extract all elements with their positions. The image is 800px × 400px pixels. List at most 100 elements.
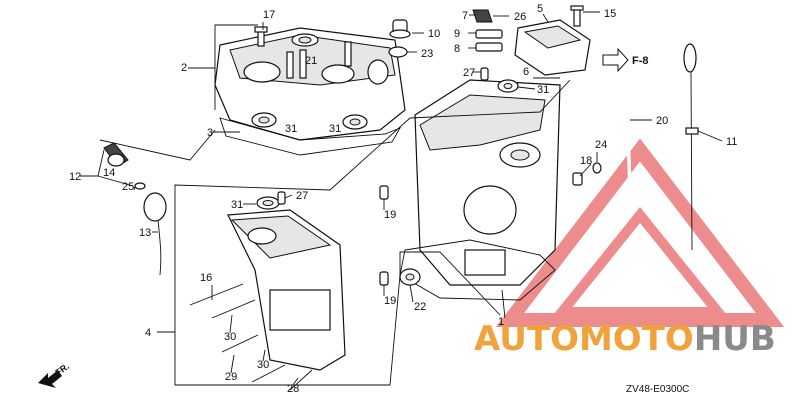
upper-cover-stud-c xyxy=(344,41,352,67)
callout-8: 8 xyxy=(454,43,460,55)
washer-24 xyxy=(592,162,602,174)
watermark-text-hub: HUB xyxy=(694,319,776,359)
lower-cover-top xyxy=(230,215,332,259)
callout-30: 30 xyxy=(224,331,236,343)
callout-14: 14 xyxy=(103,167,115,179)
lower-cover-flange xyxy=(269,289,331,331)
oil-filler-cap-10 xyxy=(389,19,411,39)
breather-cover-5 xyxy=(514,5,591,76)
flow-reference-label: F-8 xyxy=(632,55,649,67)
bearing-31-left-inner xyxy=(258,116,270,124)
upper-cover-bore-left xyxy=(243,61,281,83)
callout-2: 2 xyxy=(181,62,187,74)
bolt-29 xyxy=(221,334,259,353)
bearing-31-right-inner xyxy=(349,118,361,126)
watermark-triangle-inner xyxy=(551,207,729,317)
upper-cover-stud-a xyxy=(286,51,294,79)
lower-cover-bore xyxy=(247,227,277,245)
dipstick-handle xyxy=(683,43,697,73)
crankcase-bore-inner xyxy=(510,149,530,161)
upper-cover-assembly xyxy=(214,26,406,141)
filler-cap-flange xyxy=(389,29,411,39)
callout-3: 3 xyxy=(207,127,213,139)
front-direction-arrow: FR. xyxy=(38,361,71,388)
oil-seal-21-inner xyxy=(298,36,312,44)
watermark-logo xyxy=(495,138,785,327)
leader-lines xyxy=(80,11,723,386)
callout-4: 4 xyxy=(145,327,151,339)
watermark-text-automoto: AUTOMOTO xyxy=(474,319,694,359)
callout-7: 7 xyxy=(462,10,468,22)
cord-boot xyxy=(143,192,167,222)
watermark-triangle-outer xyxy=(495,138,785,327)
flow-reference-arrow: F-8 xyxy=(602,47,649,73)
callout-1: 1 xyxy=(498,316,504,328)
switch-hex xyxy=(107,153,125,167)
dowel-pin-18 xyxy=(572,172,583,186)
callout-23: 23 xyxy=(421,48,433,60)
callout-9: 9 xyxy=(454,28,460,40)
crankcase-1 xyxy=(399,79,561,301)
bolt-28 xyxy=(289,369,313,391)
dipstick-11 xyxy=(683,43,699,251)
bearing-31-lower-inner xyxy=(262,200,274,206)
oil-seal-22-inner xyxy=(405,273,415,281)
callout-25: 25 xyxy=(122,181,134,193)
washer-23 xyxy=(388,46,408,58)
breather-plate-9 xyxy=(475,29,503,39)
dowel-pin-27-upper xyxy=(480,67,489,81)
callout-17: 17 xyxy=(263,9,275,21)
bolt-30-lower xyxy=(251,364,286,383)
upper-cover-port xyxy=(367,59,389,85)
crankcase-cavity xyxy=(463,185,517,235)
dowel-pin-19-upper xyxy=(379,185,389,200)
callout-12: 12 xyxy=(69,171,81,183)
callout-24: 24 xyxy=(595,139,607,151)
callout-26: 26 xyxy=(514,11,526,23)
callout-28: 28 xyxy=(287,383,299,395)
crankcase-top-face xyxy=(419,94,546,151)
breather-element-7 xyxy=(472,9,493,23)
bolt-16 xyxy=(189,283,244,306)
lower-cover-bolts xyxy=(189,283,313,391)
callout-19: 19 xyxy=(384,209,396,221)
oil-pressure-switch-14 xyxy=(103,142,129,167)
callout-31: 31 xyxy=(231,199,243,211)
callout-15: 15 xyxy=(604,8,616,20)
callout-22: 22 xyxy=(414,301,426,313)
callout-13: 13 xyxy=(139,227,151,239)
lower-cover-4 xyxy=(227,191,346,371)
upper-cover-stud-b xyxy=(299,49,307,79)
watermark-text: AUTOMOTOHUB xyxy=(474,319,776,359)
callout-31: 31 xyxy=(285,123,297,135)
breather-gasket-8 xyxy=(475,42,503,52)
callout-11: 11 xyxy=(726,136,737,148)
switch-cord-13 xyxy=(143,192,167,276)
upper-cover-bore-right xyxy=(321,64,355,84)
callout-19: 19 xyxy=(384,295,396,307)
cord-wire xyxy=(157,219,162,276)
callout-29: 29 xyxy=(225,371,237,383)
callout-30: 30 xyxy=(257,359,269,371)
bolt-30-upper xyxy=(211,299,256,319)
callout-31: 31 xyxy=(329,123,341,135)
callout-18: 18 xyxy=(580,155,592,167)
dowel-pin-19-lower xyxy=(379,271,389,286)
callout-31: 31 xyxy=(537,84,549,96)
bolt-15 xyxy=(573,7,581,27)
breather-tube-20-core xyxy=(589,68,632,191)
callout-27: 27 xyxy=(463,67,475,79)
bolt-17-head xyxy=(254,26,268,33)
callout-5: 5 xyxy=(537,3,543,15)
callout-27: 27 xyxy=(296,190,308,202)
bearing-31-crankcase-inner xyxy=(503,83,513,89)
bolt-15-head xyxy=(570,5,584,11)
callout-20: 20 xyxy=(656,115,668,127)
callout-21: 21 xyxy=(305,55,317,67)
drawing-code: ZV48-E0300C xyxy=(626,384,689,395)
callout-10: 10 xyxy=(428,28,440,40)
crankcase-lower-block xyxy=(464,249,506,276)
